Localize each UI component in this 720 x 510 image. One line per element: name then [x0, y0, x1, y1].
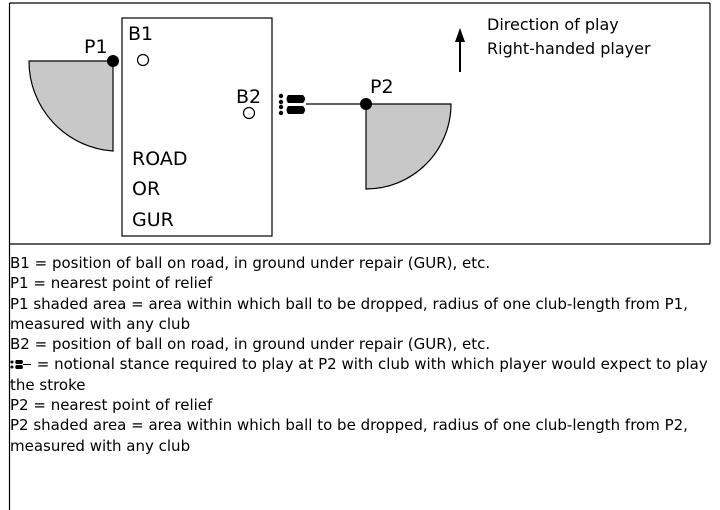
direction-arrow-icon [455, 28, 465, 72]
stance-legend-icon [10, 360, 31, 370]
legend-p2: P2 = nearest point of relief [10, 396, 213, 415]
legend-b1: B1 = position of ball on road, in ground… [10, 254, 491, 272]
area-label-gur: GUR [132, 209, 174, 231]
p1-point [107, 55, 119, 67]
legend-p1: P1 = nearest point of relief [10, 274, 213, 293]
stance-icon [278, 93, 305, 116]
p2-shaded-area [365, 103, 452, 190]
legend-p2-shaded: P2 shaded area = area within which ball … [10, 416, 688, 455]
b1-ball [136, 53, 150, 67]
legend-b2: B2 = position of ball on road, in ground… [10, 335, 491, 354]
legend-p1-shaded: P1 shaded area = area within which ball … [10, 294, 688, 333]
legend-stance-row: = notional stance required to play at P2… [10, 354, 710, 395]
b1-label: B1 [128, 23, 153, 45]
road-gur-area [121, 17, 273, 237]
area-label-road: ROAD [132, 148, 187, 170]
b2-ball [242, 106, 256, 120]
legend-stance: = notional stance required to play at P2… [10, 355, 708, 394]
p1-label: P1 [84, 36, 108, 58]
p2-label: P2 [370, 76, 394, 98]
right-handed-player-label: Right-handed player [487, 39, 651, 58]
p2-point [360, 98, 372, 110]
legend: B1 = position of ball on road, in ground… [10, 253, 710, 456]
b2-label: B2 [236, 86, 261, 108]
direction-of-play-label: Direction of play [487, 15, 619, 34]
area-label-or: OR [132, 178, 160, 200]
p1-shaded-area [28, 60, 114, 152]
